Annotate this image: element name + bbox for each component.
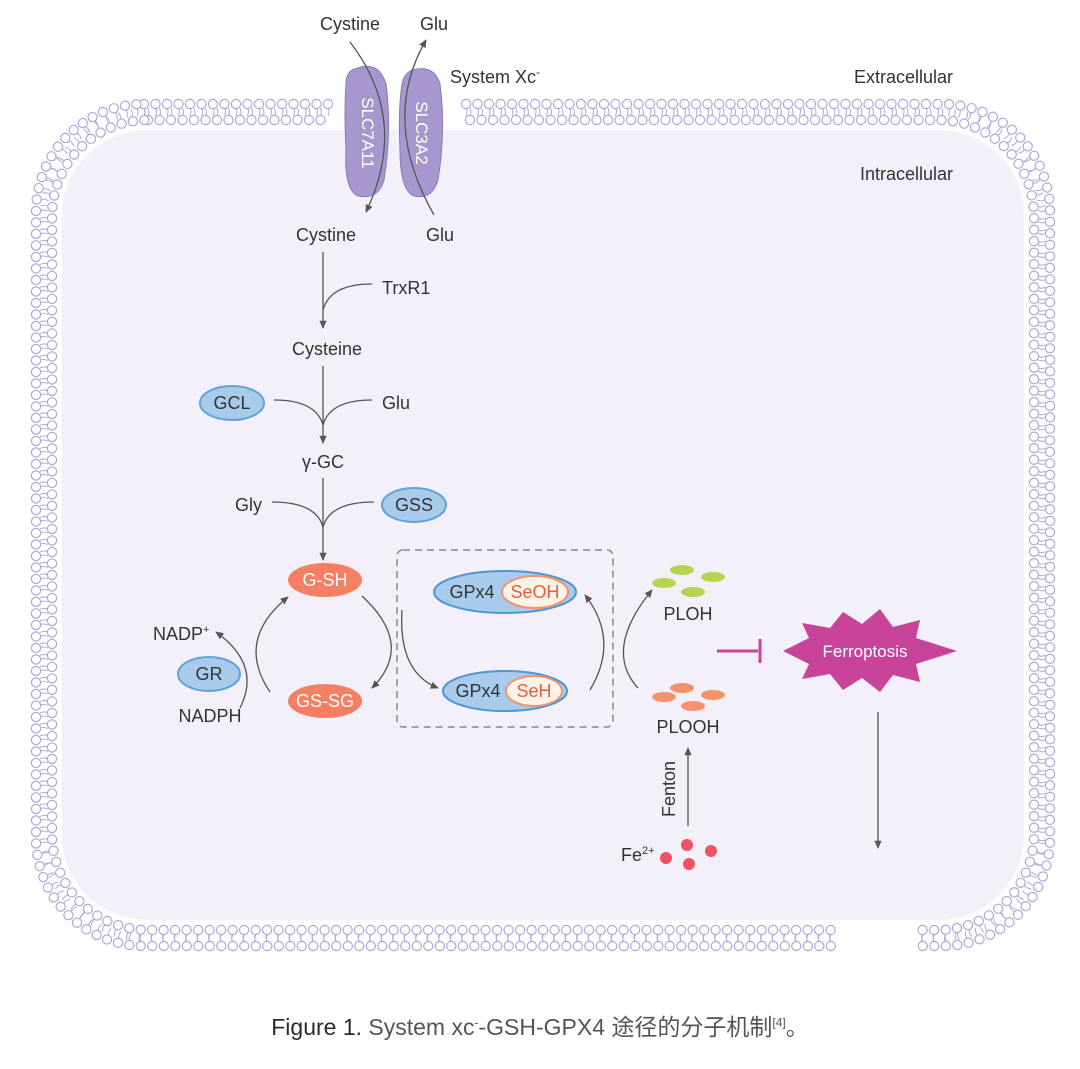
extracellular-label: Extracellular bbox=[854, 67, 953, 87]
slc3a2-label: SLC3A2 bbox=[412, 101, 431, 164]
glu-curve bbox=[322, 399, 373, 426]
extracellular-cystine-label: Cystine bbox=[320, 14, 380, 34]
caption-end: 。 bbox=[785, 1014, 809, 1040]
gpx4-oxidized-label: GPx4 bbox=[449, 582, 494, 602]
ferroptosis-label: Ferroptosis bbox=[822, 642, 907, 661]
gsh-to-gssg-arrow bbox=[361, 595, 392, 689]
gly-label: Gly bbox=[235, 495, 262, 515]
cell-cytoplasm bbox=[62, 130, 1024, 920]
extracellular-glu-label: Glu bbox=[420, 14, 448, 34]
ferroptosis-burst bbox=[783, 609, 957, 692]
gcl-curve bbox=[273, 399, 324, 426]
gssg-node bbox=[288, 684, 362, 718]
gly-curve bbox=[271, 501, 324, 528]
gss-label: GSS bbox=[395, 495, 433, 515]
gr-label: GR bbox=[196, 664, 223, 684]
ploh-label: PLOH bbox=[663, 604, 712, 624]
fenton-label: Fenton bbox=[659, 761, 679, 817]
ploh-molecules bbox=[652, 565, 725, 597]
nadp-label: NADP+ bbox=[153, 624, 209, 644]
gpx4-oxidized-to-reduced-arrow bbox=[400, 609, 439, 689]
trxr1-curve bbox=[322, 283, 373, 311]
ferroptosis-pathway-diagram: SLC7A11 SLC3A2 Cystine Glu System Xc- Ex… bbox=[30, 14, 1056, 952]
glu-cosubstrate-label: Glu bbox=[382, 393, 410, 413]
gpx4-reduced-to-oxidized-arrow bbox=[584, 594, 605, 691]
slc3a2-protein bbox=[398, 68, 444, 198]
nadph-label: NADPH bbox=[178, 706, 241, 726]
plooh-to-ploh-arrow bbox=[622, 589, 653, 689]
gcl-enzyme bbox=[199, 385, 265, 421]
plooh-molecules bbox=[652, 683, 725, 711]
nadph-to-nadp-arrow bbox=[215, 631, 248, 709]
gssg-label: GS-SG bbox=[296, 691, 354, 711]
intracellular-glu-label: Glu bbox=[426, 225, 454, 245]
gr-enzyme bbox=[177, 656, 241, 692]
iron-ions bbox=[660, 839, 717, 870]
intracellular-cystine-label: Cystine bbox=[296, 225, 356, 245]
caption-text-pre: System xc bbox=[368, 1014, 475, 1040]
slc7a11-label: SLC7A11 bbox=[358, 97, 377, 169]
fe-label: Fe2+ bbox=[621, 845, 655, 865]
slc7a11-protein bbox=[344, 65, 390, 198]
gcl-label: GCL bbox=[213, 393, 250, 413]
figure-caption: Figure 1. System xc--GSH-GPX4 途径的分子机制[4]… bbox=[0, 1008, 1080, 1042]
gpx4-dashed-box bbox=[396, 549, 614, 728]
caption-figure-number: Figure 1. bbox=[271, 1014, 363, 1040]
gssg-to-gsh-arrow bbox=[255, 596, 289, 693]
gpx4-reduced-label: GPx4 bbox=[455, 681, 500, 701]
caption-reference: [4] bbox=[772, 1015, 786, 1030]
cell-membrane bbox=[30, 98, 1056, 952]
intracellular-label: Intracellular bbox=[860, 164, 953, 184]
cysteine-label: Cysteine bbox=[292, 339, 362, 359]
seoh-group bbox=[501, 575, 569, 609]
glu-export-arrow bbox=[404, 39, 435, 216]
gsh-node bbox=[288, 563, 362, 597]
plooh-label: PLOOH bbox=[656, 717, 719, 737]
seh-group bbox=[505, 675, 563, 707]
seoh-label: SeOH bbox=[510, 582, 559, 602]
ygc-label: γ-GC bbox=[302, 452, 344, 472]
gsh-label: G-SH bbox=[303, 570, 348, 590]
seh-label: SeH bbox=[516, 681, 551, 701]
system-xc-label: System Xc- bbox=[450, 65, 540, 87]
gss-enzyme bbox=[381, 487, 447, 523]
caption-text-sup: - bbox=[474, 1015, 479, 1030]
caption-text-post: -GSH-GPX4 途径的分子机制 bbox=[478, 1014, 773, 1040]
cystine-import-arrow bbox=[349, 41, 386, 213]
trxr1-label: TrxR1 bbox=[382, 278, 430, 298]
gss-curve bbox=[322, 501, 375, 528]
